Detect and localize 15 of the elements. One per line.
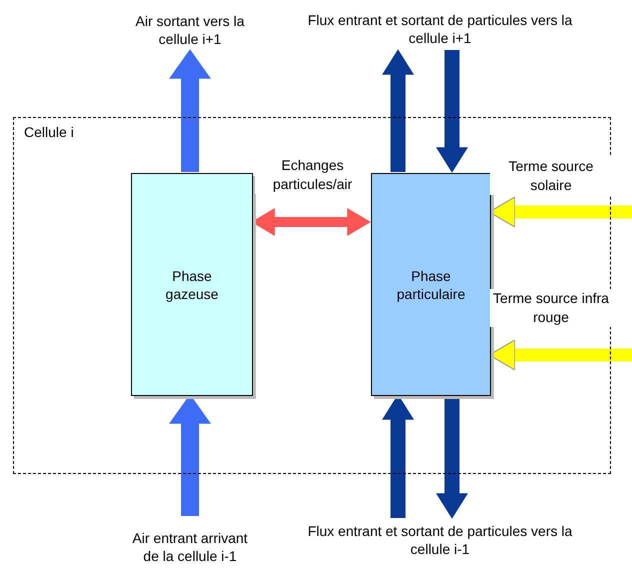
edge-label: Terme source solaire (490, 157, 612, 195)
phase-box (131, 173, 253, 396)
box-label: Phase gazeuse (164, 266, 220, 302)
flow-arrow (382, 49, 414, 172)
box-label: Phase particulaire (396, 266, 466, 302)
group-label: Cellule i (24, 123, 74, 141)
flow-arrow (169, 49, 211, 172)
flow-label: Flux entrant et sortant de particules vers la cellule i-1 (306, 522, 574, 558)
flow-label: Air entrant arrivant de la cellule i-1 (131, 529, 249, 565)
dashed-boundary (13, 117, 611, 474)
edge-label: Terme source infra rouge (490, 289, 612, 327)
flow-label: Flux entrant et sortant de particules vers la cellule i+1 (306, 11, 574, 47)
flow-label: Air sortant vers la cellule i+1 (134, 12, 246, 48)
phase-box (371, 173, 491, 396)
flow-arrow (436, 50, 468, 173)
